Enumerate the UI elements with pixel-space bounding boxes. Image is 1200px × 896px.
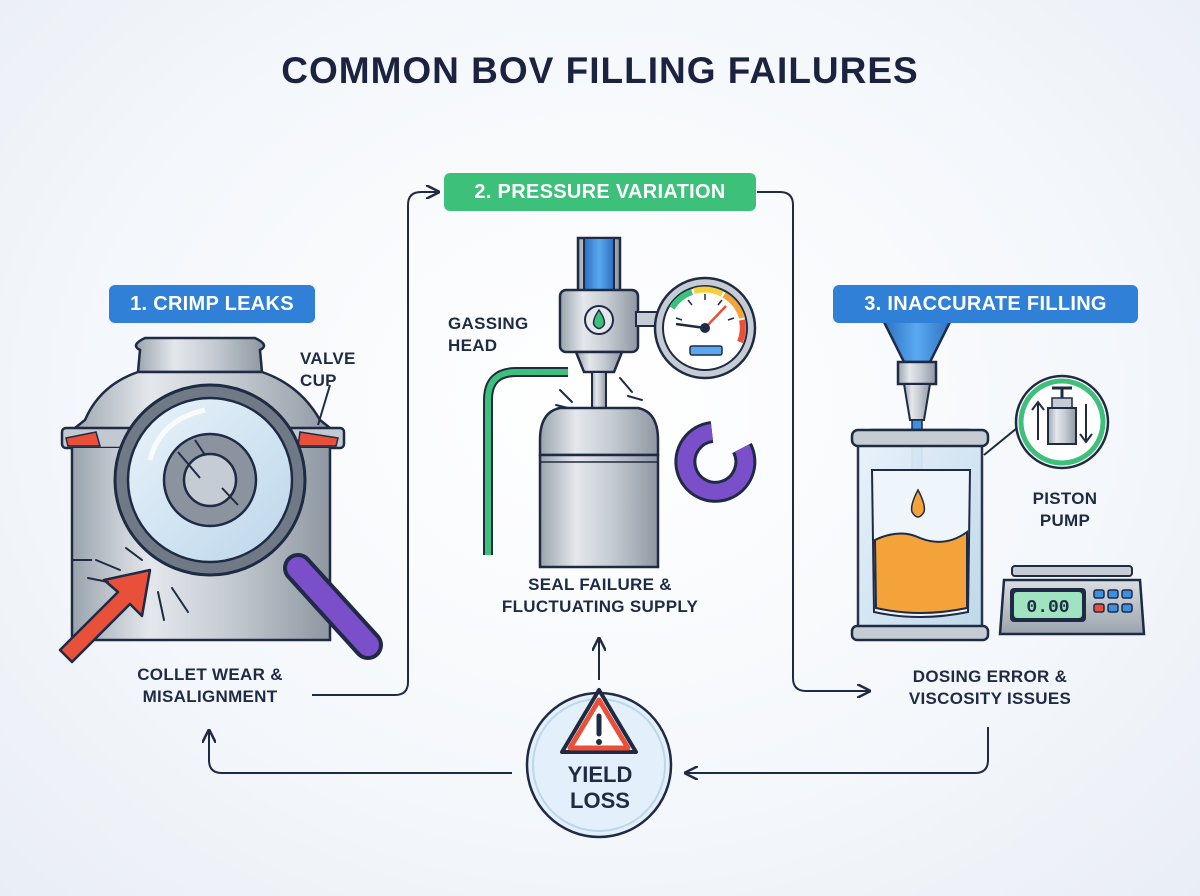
section-1-label: 1. CRIMP LEAKS [109, 285, 315, 323]
yield-loss-line1: YIELD [567, 762, 633, 787]
piston-pump-callout: PISTON PUMP [1010, 488, 1120, 532]
section-2-label: 2. PRESSURE VARIATION [444, 173, 756, 211]
filler-illustration [850, 316, 1023, 642]
gassing-head-callout-line1: GASSING [448, 314, 529, 333]
piston-pump-callout-line1: PISTON [1032, 489, 1098, 508]
arrow-icon [58, 547, 189, 664]
collet-wear-caption-line2: MISALIGNMENT [142, 687, 278, 706]
collet-wear-caption-line1: COLLET WEAR & [137, 665, 283, 684]
dosing-error-caption: DOSING ERROR & VISCOSITY ISSUES [870, 666, 1110, 710]
flow-arrow-3-to-loss [687, 727, 989, 773]
valve-cup-callout: VALVE CUP [300, 348, 370, 392]
magnifier-icon [113, 383, 383, 660]
gassing-head-illustration [483, 236, 660, 569]
weighing-scale-icon: 0.00 [998, 565, 1146, 636]
collet-wear-caption: COLLET WEAR & MISALIGNMENT [95, 664, 325, 708]
dosing-error-caption-line2: VISCOSITY ISSUES [908, 689, 1072, 708]
flow-arrow-loss-to-1 [209, 732, 512, 774]
page-title: COMMON BOV FILLING FAILURES [281, 50, 919, 91]
piston-pump-icon [1014, 374, 1110, 470]
flow-arrows [209, 191, 989, 774]
seal-failure-caption-line2: FLUCTUATING SUPPLY [501, 597, 699, 616]
warning-triangle-icon [560, 688, 638, 754]
gassing-head-callout-line2: HEAD [448, 336, 498, 355]
gassing-head-callout: GASSING HEAD [448, 313, 558, 357]
seal-failure-caption: SEAL FAILURE & FLUCTUATING SUPPLY [470, 574, 730, 618]
broken-seal-icon [674, 421, 757, 503]
valve-cup-callout-text: VALVE CUP [300, 349, 356, 390]
piston-pump-callout-line2: PUMP [1039, 511, 1091, 530]
scale-readout: 0.00 [1026, 598, 1069, 618]
pressure-gauge-icon [653, 276, 757, 380]
flow-arrow-1-to-2 [312, 192, 437, 696]
section-3-label: 3. INACCURATE FILLING [833, 285, 1138, 323]
seal-failure-caption-line1: SEAL FAILURE & [528, 575, 672, 594]
yield-loss-line2: LOSS [570, 788, 630, 813]
dosing-error-caption-line1: DOSING ERROR & [912, 667, 1068, 686]
flow-arrow-2-to-3 [757, 191, 868, 691]
